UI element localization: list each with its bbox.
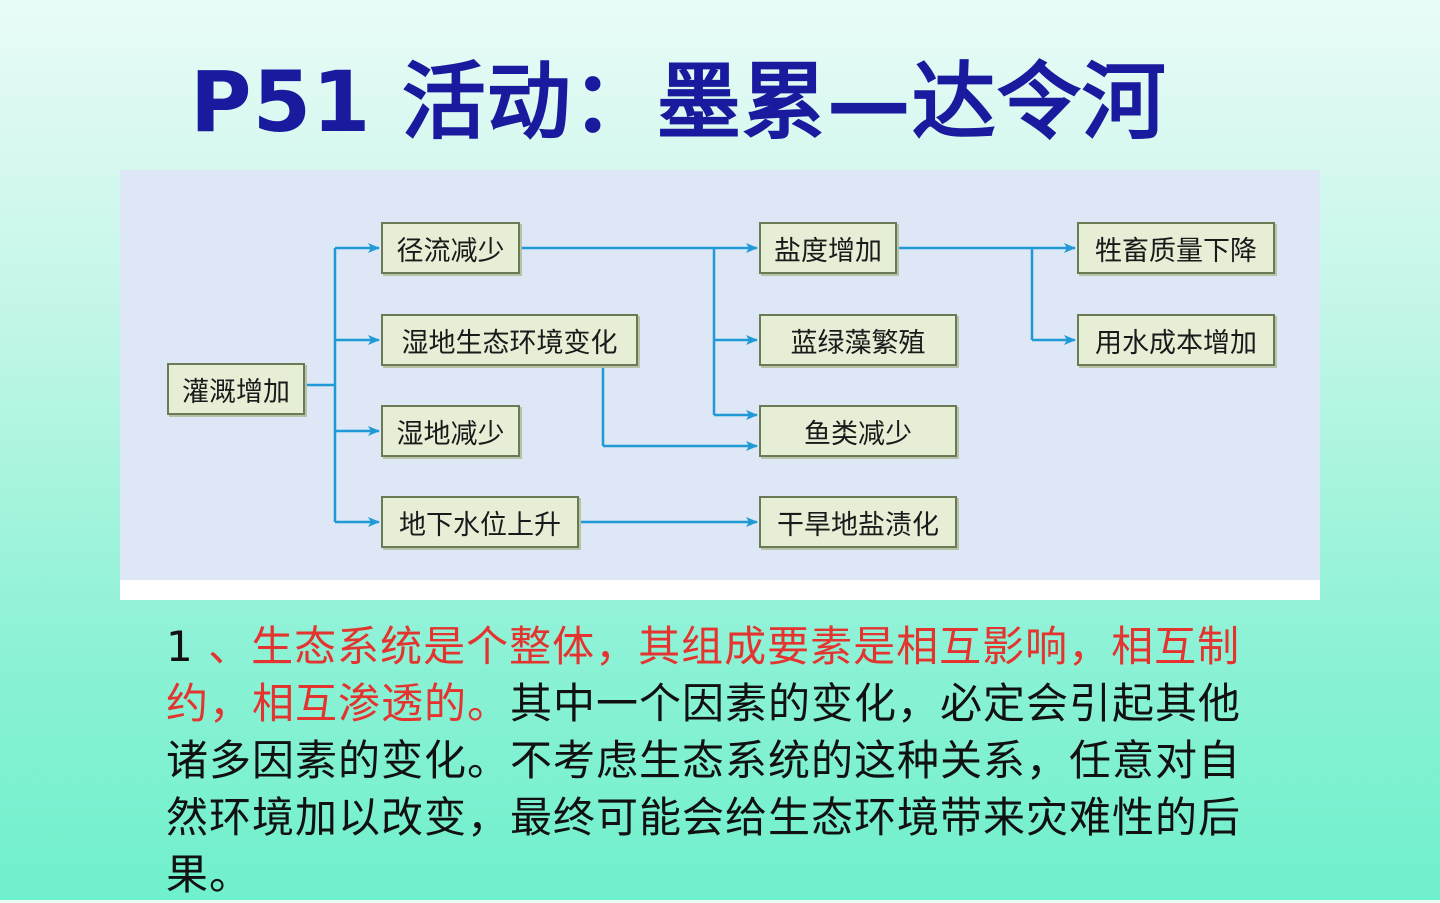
panel-bottom-strip (120, 580, 1320, 600)
connector-lines (305, 243, 1076, 527)
item-number: 1 (166, 622, 194, 671)
flow-diagram: 灌溉增加 径流减少 湿地生态环境变化 湿地减少 地下水位上升 盐度增加 蓝绿藻繁… (120, 170, 1320, 600)
node-livestock: 牲畜质量下降 (1077, 222, 1275, 274)
page-title: P51 活动：墨累—达令河 (190, 53, 1167, 151)
node-irrigation: 灌溉增加 (167, 363, 305, 415)
node-water-cost: 用水成本增加 (1077, 314, 1275, 366)
node-salinization: 干旱地盐渍化 (759, 496, 957, 548)
node-wetland-less: 湿地减少 (381, 405, 520, 457)
item-separator: 、 (208, 622, 252, 671)
node-wetland-env: 湿地生态环境变化 (381, 314, 638, 366)
node-salinity: 盐度增加 (759, 222, 897, 274)
node-algae: 蓝绿藻繁殖 (759, 314, 957, 366)
node-groundwater: 地下水位上升 (381, 496, 579, 548)
node-runoff: 径流减少 (381, 222, 520, 274)
node-fish: 鱼类减少 (759, 405, 957, 457)
highlight-text: 生态系统是个整体，其组成要素是相互影响，相互制约，相互渗透的。 (166, 622, 1241, 728)
explanation-paragraph: 1 、生态系统是个整体，其组成要素是相互影响，相互制约，相互渗透的。其中一个因素… (166, 618, 1256, 903)
body-text: 其中一个因素的变化，必定会引起其他诸多因素的变化。不考虑生态系统的这种关系，任意… (166, 679, 1242, 899)
